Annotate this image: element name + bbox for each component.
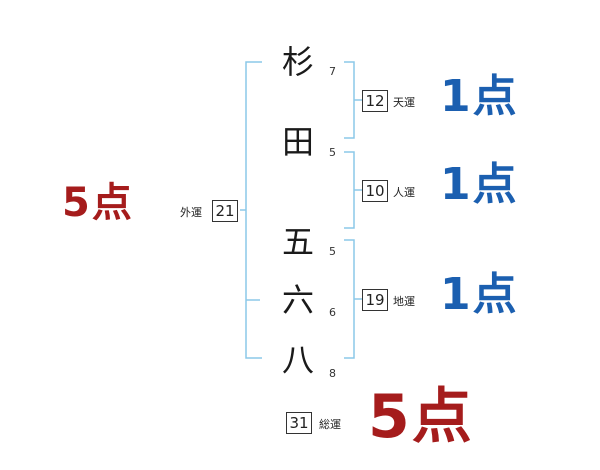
chikaku-score: 1点 <box>440 269 519 320</box>
name-char-3: 五 <box>281 223 314 261</box>
soukaku-score: 5点 <box>368 382 474 452</box>
tenkaku-label: 天運 <box>393 96 415 109</box>
stroke-count-2: 5 <box>329 146 336 159</box>
chikaku-value: 19 <box>362 289 388 311</box>
name-char-1: 杉 <box>281 43 314 81</box>
chikaku-bracket <box>344 239 355 359</box>
stroke-count-1: 7 <box>329 65 336 78</box>
stroke-count-3: 5 <box>329 245 336 258</box>
stroke-count-5: 8 <box>329 367 336 380</box>
soukaku-label: 総運 <box>319 418 341 431</box>
tenkaku-value: 12 <box>362 90 388 112</box>
tenkaku-bracket <box>344 61 355 139</box>
jinkaku-bracket <box>344 151 355 229</box>
tenkaku-score: 1点 <box>440 71 519 122</box>
stroke-count-4: 6 <box>329 306 336 319</box>
gaikaku-label: 外運 <box>180 206 202 219</box>
soukaku-value: 31 <box>286 412 312 434</box>
name-char-5: 八 <box>281 341 314 379</box>
jinkaku-label: 人運 <box>393 186 415 199</box>
gaikaku-score: 5点 <box>62 180 134 226</box>
gaikaku-value: 21 <box>212 200 238 222</box>
name-char-2: 田 <box>281 123 314 161</box>
jinkaku-value: 10 <box>362 180 388 202</box>
outer-bracket <box>245 61 262 359</box>
jinkaku-score: 1点 <box>440 159 519 210</box>
name-char-4: 六 <box>281 281 314 319</box>
chikaku-label: 地運 <box>393 295 415 308</box>
